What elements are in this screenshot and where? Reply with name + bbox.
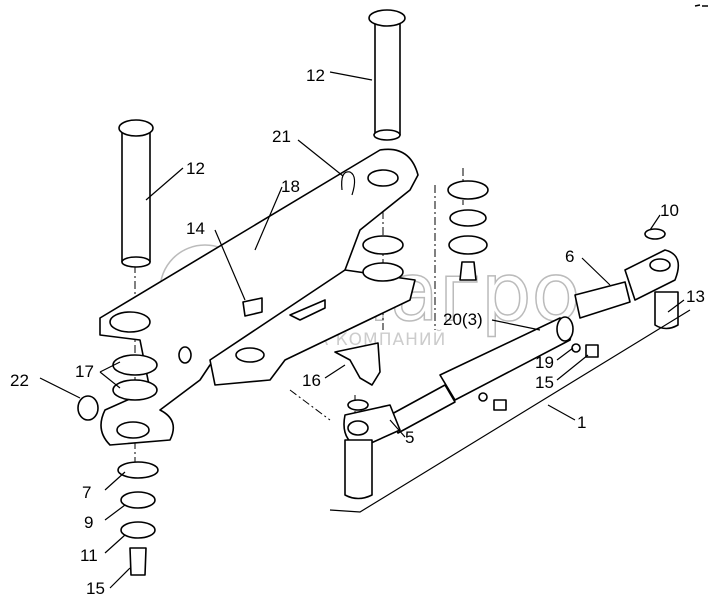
ring-7 [117,461,159,479]
label-1: 1 [577,413,586,432]
label-18: 18 [281,177,300,196]
ring-11 [120,521,156,539]
grease-fitting-15-bottom [129,547,147,576]
label-12-left: 12 [186,159,205,178]
corner-mark [694,4,708,7]
label-5: 5 [405,428,414,447]
plug-22 [77,395,99,421]
plate-part-16 [334,342,381,386]
label-16: 16 [302,371,321,390]
label-20-3: 20(3) [443,310,483,329]
ring-9 [120,491,156,509]
label-21: 21 [272,127,291,146]
frame-part-18 [99,148,419,446]
pin-12-top [368,9,406,141]
label-15-right: 15 [535,373,554,392]
label-13: 13 [686,287,705,306]
pin-12-left [118,119,154,268]
ring-stack-upper [362,180,489,282]
label-17: 17 [75,362,94,381]
label-6: 6 [565,247,574,266]
ring-17b [112,379,158,401]
leader-lines [39,71,685,589]
label-14: 14 [186,219,205,238]
label-15-bottom: 15 [86,579,105,598]
ring-17a [112,354,158,376]
label-19: 19 [535,353,554,372]
label-11: 11 [80,546,98,565]
label-7: 7 [82,483,91,502]
label-12-top: 12 [306,66,325,85]
nut-part-14 [242,297,263,317]
label-22: 22 [10,371,29,390]
link-assembly-part-1 [329,228,691,513]
label-9: 9 [84,513,93,532]
wedge [289,299,326,321]
label-10: 10 [660,201,679,220]
